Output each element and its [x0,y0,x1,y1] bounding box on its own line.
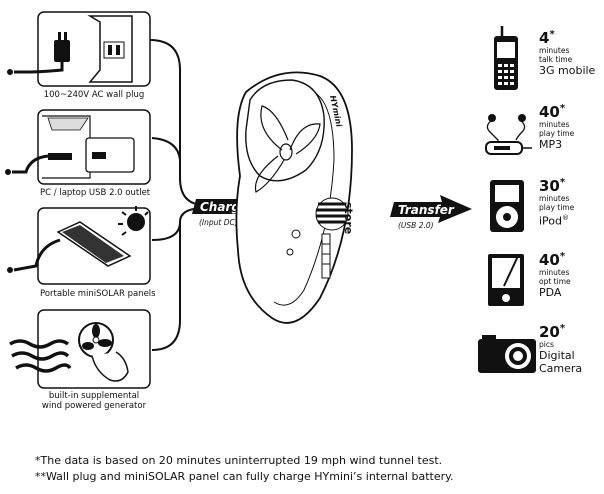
output-camera: 20* pics Digital Camera [539,323,583,376]
output-ipod: 30* minutes play time iPod® [539,178,574,228]
source-label-wind-line1: built-in supplemental [48,391,140,401]
output-name-line2: Camera [539,362,583,375]
output-unit-line1: minutes [539,194,570,203]
wind-generator-icon [9,322,129,382]
laptop-usb-icon [5,115,135,179]
output-unit-line2: talk time [539,55,573,64]
output-name: MP3 [539,138,563,151]
output-mobile: 4* minutes talk time 3G mobile [539,29,596,78]
output-unit-line2: opt time [539,277,571,286]
mp3-player-icon [485,114,532,155]
solar-panel-icon [7,206,149,273]
source-solar-panel [7,206,151,285]
output-value: 30 [539,177,560,195]
output-unit-line1: minutes [539,46,570,55]
output-value: 20 [539,323,560,341]
output-unit-line2: play time [539,203,575,212]
output-value: 4 [539,29,550,47]
source-label-wall-plug: 100~240V AC wall plug [43,90,145,100]
hymini-device: store HYmini [235,71,355,324]
camera-icon [478,335,536,373]
source-wall-plug [7,11,151,87]
output-star: * [559,177,566,188]
output-value: 40 [539,103,560,121]
output-star: * [559,103,566,114]
pda-icon [488,254,524,306]
transfer-sublabel: (USB 2.0) [398,221,434,230]
wall-plug-icon [7,15,133,83]
footnote-2: **Wall plug and miniSOLAR panel can full… [35,470,454,483]
output-star: * [549,29,555,40]
output-name-line1: Digital [539,349,575,362]
transfer-arrow: Transfer [390,195,472,223]
output-name: iPod [539,214,563,228]
store-logo-icon [315,197,349,231]
output-name: 3G mobile [539,64,596,77]
source-label-solar-panel: Portable miniSOLAR panels [40,289,156,299]
fan-blade-icon [254,105,321,193]
connector-lines [149,39,206,351]
store-logo-text: store [342,202,355,234]
source-laptop-usb [5,109,151,185]
output-unit-line1: pics [539,340,554,349]
charge-sublabel: (Input DC) [199,218,238,227]
footnote-1: *The data is based on 20 minutes uninter… [35,454,443,467]
output-name-sup: ® [562,214,570,222]
output-unit-line2: play time [539,129,575,138]
output-value: 40 [539,251,560,269]
output-name: PDA [539,286,562,299]
mobile-phone-icon [494,26,518,90]
output-pda: 40* minutes opt time PDA [539,251,571,300]
output-unit-line1: minutes [539,268,570,277]
transfer-label: Transfer [398,203,455,217]
output-star: * [559,323,566,334]
output-unit-line1: minutes [539,120,570,129]
source-label-wind-line2: wind powered generator [41,401,147,411]
source-label-laptop-usb: PC / laptop USB 2.0 outlet [40,188,151,198]
output-mp3: 40* minutes play time MP3 [539,103,575,152]
ipod-icon [490,180,524,232]
source-wind-generator [9,309,151,389]
output-star: * [559,251,566,262]
